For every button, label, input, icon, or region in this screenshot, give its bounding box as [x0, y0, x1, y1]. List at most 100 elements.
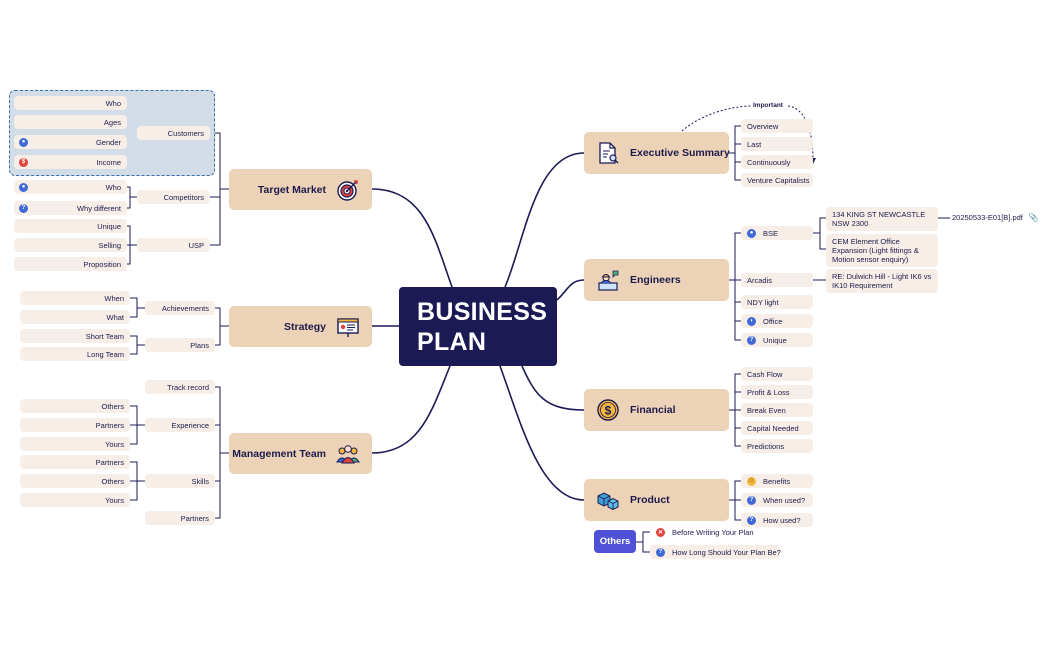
leaf-others[interactable]: Others [20, 474, 130, 488]
subtopic-label: Achievements [161, 303, 209, 313]
central-topic[interactable]: BUSINESS PLAN [399, 287, 557, 366]
leaf-label: Ages [103, 117, 121, 127]
usp-label: USP [188, 240, 204, 250]
leaf-label: Last [747, 139, 762, 149]
leaf-label: Office [763, 316, 783, 326]
leaf-office[interactable]: ◗Office [741, 314, 813, 328]
subtopic-arcadis[interactable]: Arcadis [741, 273, 813, 287]
leaf-venture-capitalists[interactable]: Venture Capitalists [741, 173, 813, 187]
leaf-label: Yours [105, 495, 124, 505]
leaf-ndy-light[interactable]: NDY light [741, 295, 813, 309]
relationship-label-important[interactable]: Important [753, 102, 783, 109]
floating-topic-others[interactable]: Others [594, 530, 636, 553]
smiley-icon: ☺ [747, 476, 756, 486]
subtopic-usp[interactable]: USP [137, 238, 210, 252]
subtopic-partners[interactable]: Partners [145, 511, 215, 525]
leaf-label: Predictions [747, 441, 785, 451]
leaf-label: How used? [763, 515, 801, 525]
leaf-label: Partners [95, 457, 124, 467]
leaf-label: How Long Should Your Plan Be? [672, 547, 781, 557]
leaf-why-different[interactable]: ?Why different [14, 201, 127, 215]
team-icon [336, 444, 360, 463]
subtopic-track-record[interactable]: Track record [145, 380, 215, 394]
main-topic-strategy[interactable]: Strategy [229, 306, 372, 347]
leaf-cash-flow[interactable]: Cash Flow [741, 367, 813, 381]
leaf-predictions[interactable]: Predictions [741, 439, 813, 453]
leaf-when[interactable]: When [20, 291, 130, 305]
subtopic-bse[interactable]: ●BSE [741, 226, 813, 240]
leaf-how-used[interactable]: ? How used? [741, 513, 813, 527]
subtopic-plans[interactable]: Plans [145, 338, 215, 352]
leaf-label: Short Team [85, 331, 124, 341]
leaf-long-team[interactable]: Long Team [20, 347, 130, 361]
subtopic-experience[interactable]: Experience [145, 418, 215, 432]
leaf-label: Others [101, 401, 124, 411]
arcadis-note[interactable]: RE: Dulwich Hill - Light IK6 vs IK10 Req… [826, 269, 938, 293]
bse-cem-note[interactable]: CEM Element Office Expansion (Light fitt… [826, 234, 938, 267]
leaf-ages[interactable]: Ages [14, 115, 127, 129]
management-team-label: Management Team [232, 447, 326, 460]
question-icon: ? [747, 515, 756, 525]
leaf-label: Overview [747, 121, 779, 131]
leaf-label: Benefits [763, 476, 791, 486]
leaf-yours[interactable]: Yours [20, 493, 130, 507]
subtopic-competitors[interactable]: Competitors [137, 190, 210, 204]
note-text: RE: Dulwich Hill - Light IK6 vs IK10 Req… [832, 272, 932, 290]
subtopic-customers[interactable]: Customers [137, 126, 210, 140]
leaf-how-long-should-your-plan-be[interactable]: ?How Long Should Your Plan Be? [650, 545, 781, 559]
leaf-break-even[interactable]: Break Even [741, 403, 813, 417]
question-icon: ? [19, 203, 28, 213]
person-icon: ● [19, 182, 28, 192]
bse-attachment[interactable]: 20250533-E01[B].pdf 📎 [952, 213, 1039, 222]
leaf-profit-loss[interactable]: Profit & Loss [741, 385, 813, 399]
dollar-icon: $ [19, 157, 28, 167]
leaf-label: Unique [763, 335, 787, 345]
leaf-overview[interactable]: Overview [741, 119, 813, 133]
leaf-label: Who [105, 98, 121, 108]
leaf-proposition[interactable]: Proposition [14, 257, 127, 271]
main-topic-management-team[interactable]: Management Team [229, 433, 372, 474]
main-topic-engineers[interactable]: Engineers [584, 259, 729, 301]
subtopic-achievements[interactable]: Achievements [145, 301, 215, 315]
leaf-benefits[interactable]: ☺ Benefits [741, 474, 813, 488]
customers-label: Customers [167, 128, 204, 138]
leaf-capital-needed[interactable]: Capital Needed [741, 421, 813, 435]
main-topic-executive-summary[interactable]: Executive Summary [584, 132, 730, 174]
leaf-income[interactable]: $Income [14, 155, 127, 169]
financial-label: Financial [630, 404, 676, 416]
leaf-continuously[interactable]: Continuously [741, 155, 813, 169]
leaf-unique[interactable]: ?Unique [741, 333, 813, 347]
main-topic-product[interactable]: Product [584, 479, 729, 521]
person-icon: ● [19, 137, 28, 147]
leaf-unique[interactable]: Unique [14, 219, 127, 233]
leaf-what[interactable]: What [20, 310, 130, 324]
leaf-others[interactable]: Others [20, 399, 130, 413]
leaf-partners[interactable]: Partners [20, 455, 130, 469]
leaf-label: Break Even [747, 405, 786, 415]
leaf-who[interactable]: ●Who [14, 180, 127, 194]
leaf-selling[interactable]: Selling [14, 238, 127, 252]
central-topic-title: BUSINESS PLAN [417, 297, 548, 356]
leaf-partners[interactable]: Partners [20, 418, 130, 432]
target-icon [337, 179, 358, 201]
main-topic-financial[interactable]: $ Financial [584, 389, 729, 431]
others-label: Others [599, 536, 631, 547]
address-text: 134 KING ST NEWCASTLE NSW 2300 [832, 210, 926, 228]
leaf-label: Venture Capitalists [747, 175, 810, 185]
leaf-before-writing-your-plan[interactable]: ✕Before Writing Your Plan [650, 525, 760, 539]
main-topic-target-market[interactable]: Target Market [229, 169, 372, 210]
close-icon: ✕ [656, 527, 665, 537]
subtopic-label: Skills [191, 476, 209, 486]
executive-summary-label: Executive Summary [630, 147, 730, 159]
leaf-last[interactable]: Last [741, 137, 813, 151]
leaf-who[interactable]: Who [14, 96, 127, 110]
leaf-yours[interactable]: Yours [20, 437, 130, 451]
subtopic-skills[interactable]: Skills [145, 474, 215, 488]
bse-address[interactable]: 134 KING ST NEWCASTLE NSW 2300 [826, 207, 938, 231]
leaf-short-team[interactable]: Short Team [20, 329, 130, 343]
competitors-label: Competitors [163, 192, 204, 202]
leaf-gender[interactable]: ●Gender [14, 135, 127, 149]
leaf-when-used[interactable]: ?When used? [741, 493, 813, 507]
leaf-label: Partners [95, 420, 124, 430]
subtopic-label: Partners [180, 513, 209, 523]
